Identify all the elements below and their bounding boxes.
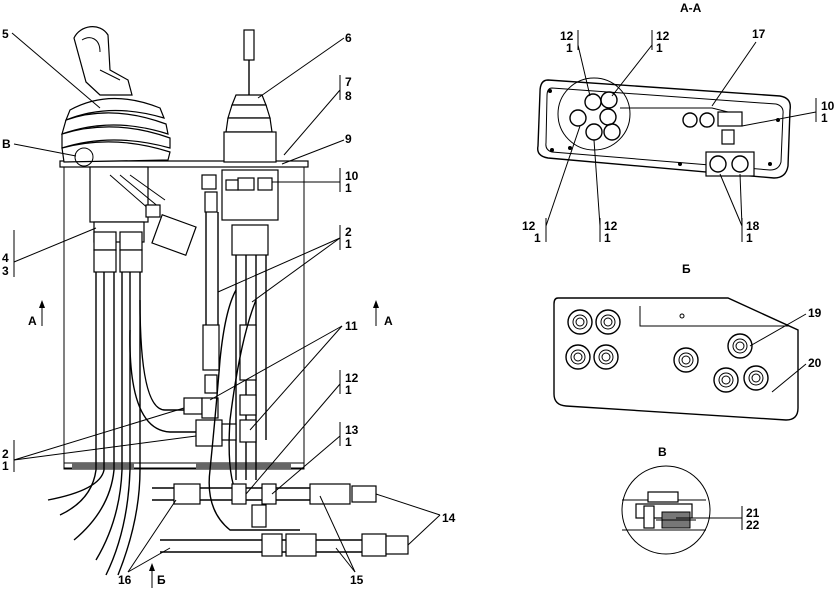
view-mark-b: Б [157,573,166,587]
bottom-hoses [152,483,409,557]
callout-1-c: 1 [345,383,352,397]
callout-15: 15 [350,573,364,587]
view-b-title: Б [682,262,691,276]
callout-21: 21 [746,506,760,520]
callout-10: 10 [345,169,359,183]
callout-1-d: 1 [345,435,352,449]
section-aa-title: А-А [680,1,702,15]
right-joystick [221,29,279,221]
callout-1-b: 1 [345,237,352,251]
callout-13: 13 [345,423,359,437]
main-view: А А Б В 5 6 7 8 9 10 1 2 1 [2,26,456,588]
callout-14: 14 [442,511,456,525]
view-v: В 21 22 [621,445,760,555]
callout-5: 5 [2,27,9,41]
callout-2-a: 2 [345,225,352,239]
callout-20: 20 [808,356,822,370]
callout-22: 22 [746,518,760,532]
callout-2-b: 2 [2,447,9,461]
callout-1-aa-3: 1 [821,111,828,125]
callout-1-aa-1: 1 [566,41,573,55]
callout-12-a: 12 [345,371,359,385]
view-v-title: В [658,445,667,459]
callout-8: 8 [345,89,352,103]
callout-12-aa-1: 12 [560,29,574,43]
main-callouts: 5 6 7 8 9 10 1 2 1 11 12 1 [2,27,456,587]
callout-1-aa-5: 1 [604,231,611,245]
section-marks: А А Б В [2,137,393,588]
callout-18: 18 [746,219,760,233]
callout-6: 6 [345,31,352,45]
callout-3: 3 [2,264,9,278]
callout-9: 9 [345,132,352,146]
view-b: Б 19 20 [553,262,822,421]
view-mark-a-left: А [28,314,37,328]
callout-1-a: 1 [345,181,352,195]
top-plate [59,160,309,168]
callout-7: 7 [345,75,352,89]
right-hoses [183,174,300,531]
callout-1-aa-4: 1 [534,231,541,245]
callout-10-aa: 10 [821,99,835,113]
left-joystick [61,26,197,257]
callout-17: 17 [752,27,766,41]
bottom-plate [63,462,305,470]
callout-12-aa-4: 12 [604,219,618,233]
callout-16: 16 [118,573,132,587]
port-group [565,309,769,393]
callout-4: 4 [2,251,9,265]
callout-12-aa-3: 12 [522,219,536,233]
section-aa-view: А-А 12 1 12 1 17 10 1 [522,1,835,245]
view-mark-v: В [2,137,11,151]
callout-11: 11 [345,319,358,333]
left-hoses [47,231,196,576]
view-mark-a-right: А [384,314,393,328]
callout-1-aa-2: 1 [656,41,663,55]
callout-19: 19 [808,306,822,320]
callout-1-e: 1 [2,459,9,473]
callout-12-aa-2: 12 [656,29,670,43]
callout-1-aa-6: 1 [746,231,753,245]
